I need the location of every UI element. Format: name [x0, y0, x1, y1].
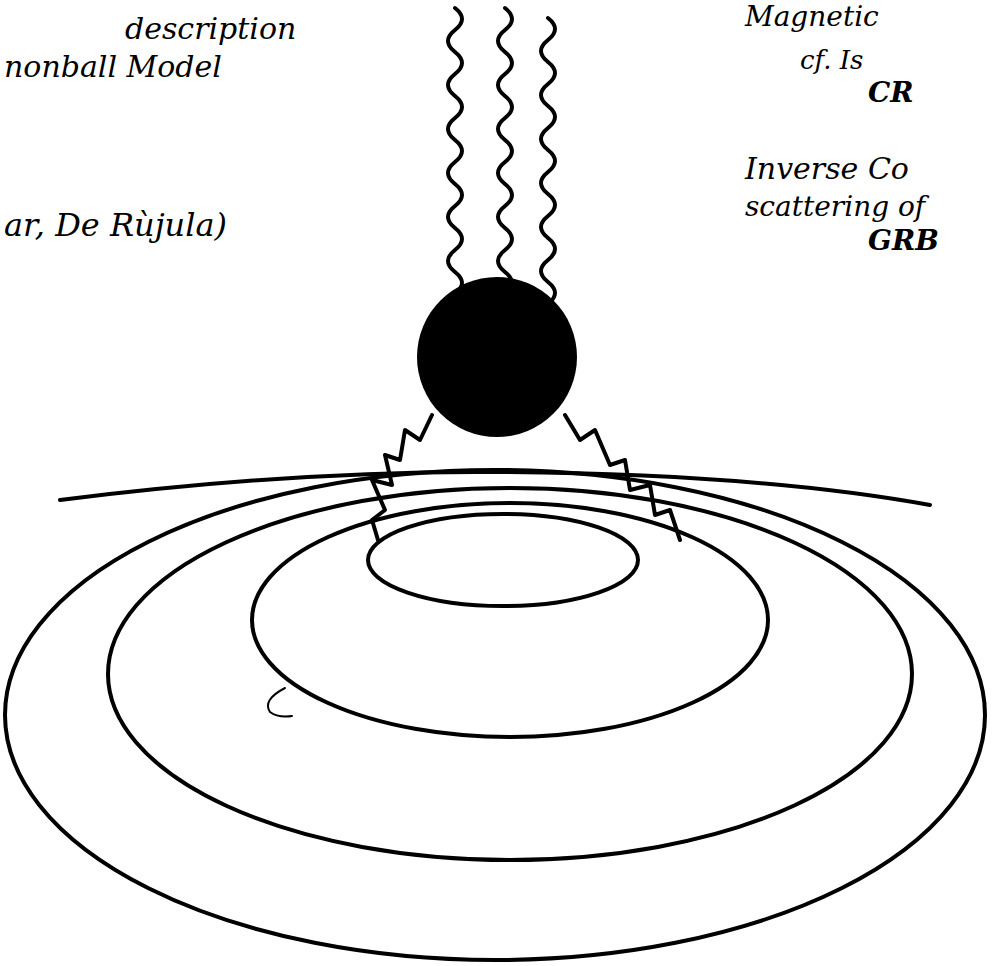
outer-ring — [5, 470, 985, 960]
note-text: GRB — [868, 226, 939, 257]
photon-wave — [448, 8, 462, 294]
note-text: cf. Is — [800, 46, 863, 75]
photon-squiggle — [372, 415, 432, 540]
note-text: nonball Model — [4, 50, 222, 83]
note-text: Magnetic — [745, 2, 879, 33]
note-text: ar, De Rùjula) — [4, 208, 227, 243]
photon-wave — [541, 18, 555, 304]
cannonball — [417, 277, 577, 437]
ring-edge — [60, 472, 930, 505]
ring — [252, 503, 768, 737]
note-text: description — [125, 12, 296, 45]
pencil-mark — [268, 688, 292, 717]
note-text: scattering of — [745, 192, 925, 223]
note-text: Inverse Co — [745, 152, 909, 185]
photon-wave — [498, 8, 512, 294]
note-text: CR — [868, 78, 914, 109]
ring — [108, 488, 912, 860]
inner-ring — [368, 514, 638, 606]
photon-squiggle — [565, 415, 680, 540]
